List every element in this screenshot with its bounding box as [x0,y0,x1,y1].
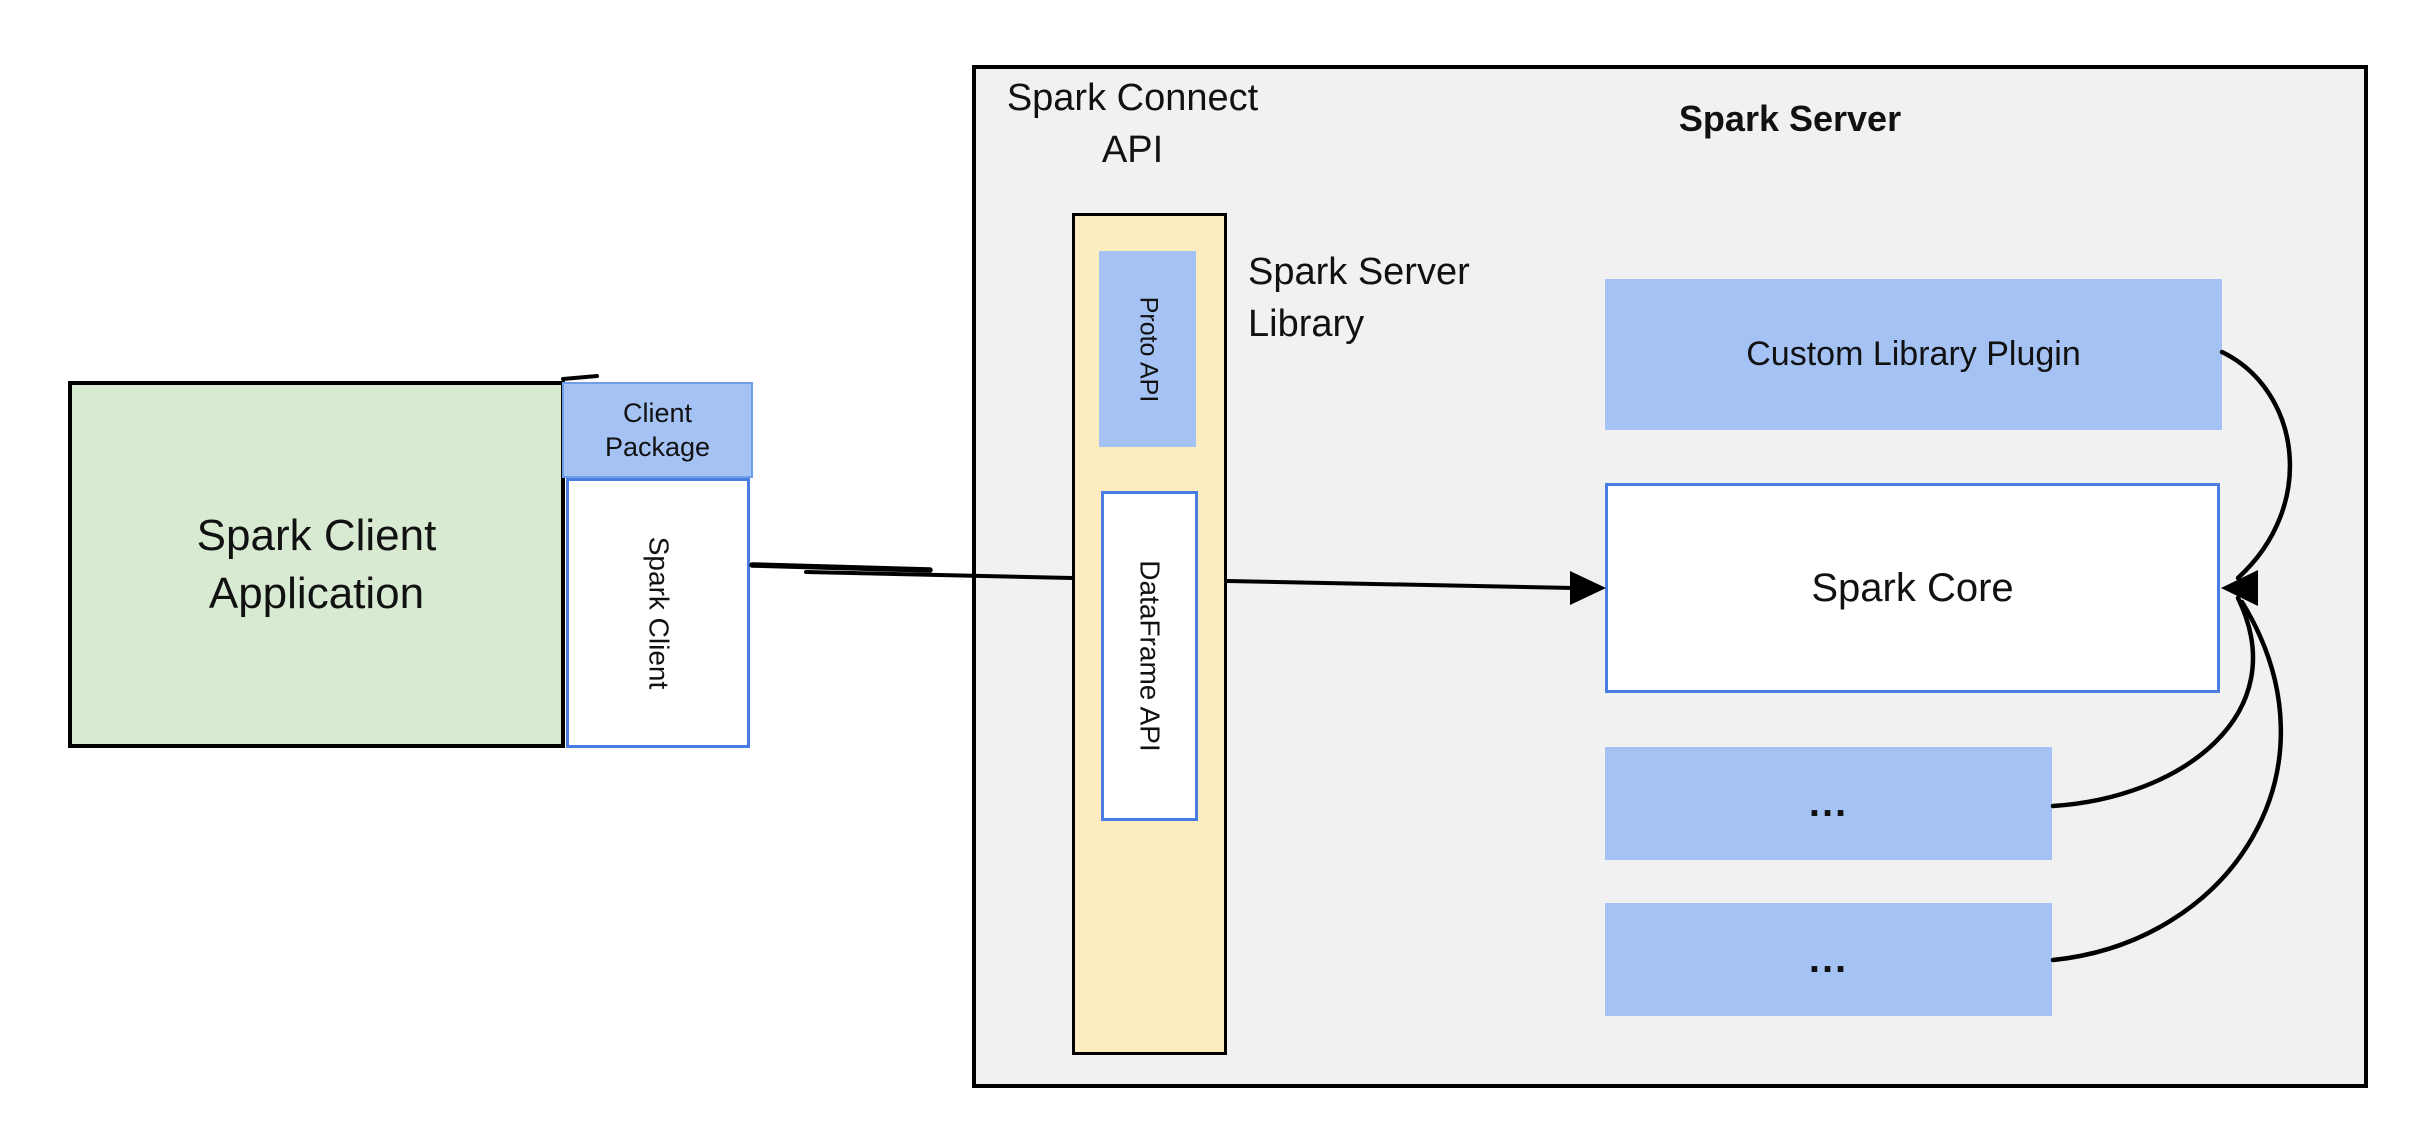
proto-api-label: Proto API [1134,296,1162,402]
dataframe-api-box: DataFrame API [1101,491,1198,821]
spark-core-box: Spark Core [1605,483,2220,693]
spark-client-box: Spark Client [566,478,750,748]
spark-client-label: Spark Client [642,536,674,690]
spark-server-title: Spark Server [1678,98,1902,139]
spark-server-library-label: Spark Server Library [1248,251,1470,345]
dataframe-api-label: DataFrame API [1134,560,1166,752]
arrow-client-to-connect [749,562,933,573]
spark-connect-api-label: Spark Connect API [1006,77,1259,171]
module-row-ellipsis-2: ... [1605,903,2052,1016]
custom-library-plugin-box: Custom Library Plugin [1605,279,2222,430]
green-box-border-artifact [561,374,599,381]
client-package-box: Client Package [562,382,753,478]
spark-client-application-box: Spark Client Application [68,381,565,748]
module-row-ellipsis-1: ... [1605,747,2052,860]
proto-api-box: Proto API [1099,251,1196,447]
